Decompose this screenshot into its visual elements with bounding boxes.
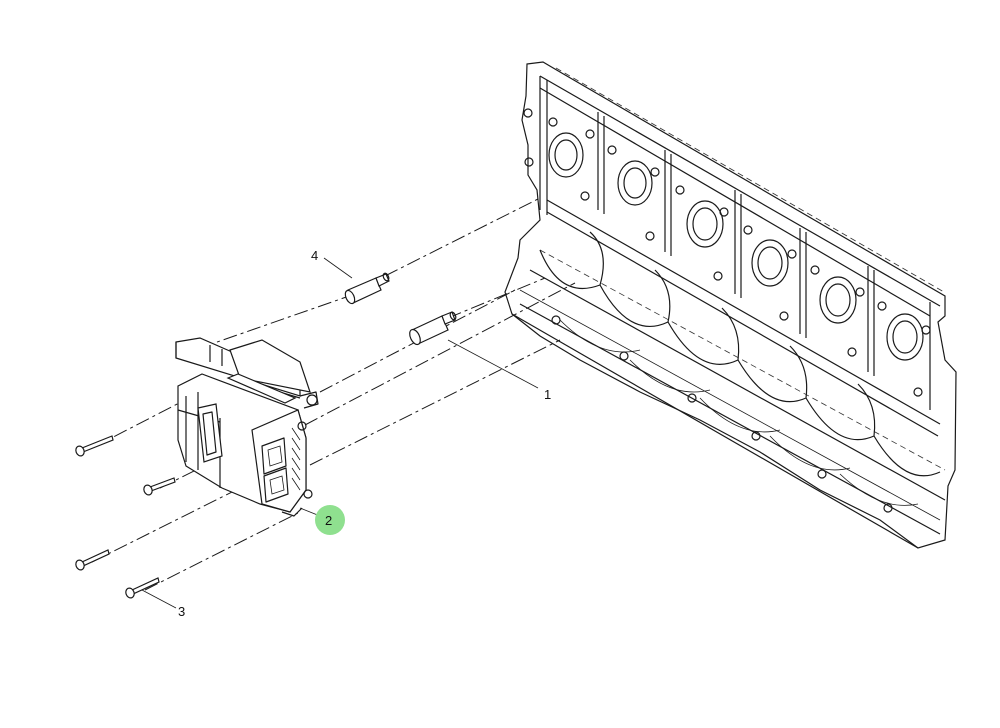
callout-2-label: 2 xyxy=(325,513,332,528)
callout-4-label: 4 xyxy=(311,248,318,263)
callout-4[interactable]: 4 xyxy=(311,248,318,263)
bolt xyxy=(125,577,160,599)
callout-3-label: 3 xyxy=(178,604,185,619)
spacer-lower xyxy=(409,311,457,346)
callout-1-label: 1 xyxy=(544,387,551,402)
bolt xyxy=(143,477,176,496)
cylinder-bores xyxy=(548,132,924,361)
callout-2[interactable]: 2 xyxy=(315,505,345,535)
engine-block xyxy=(504,61,957,549)
spacer-upper xyxy=(344,272,390,305)
block-webs xyxy=(597,112,931,410)
bolt xyxy=(75,435,114,457)
bolt xyxy=(75,549,110,571)
callout-2-highlight xyxy=(315,505,345,535)
alignment-lines xyxy=(91,197,576,591)
leader-lines xyxy=(141,257,539,609)
control-unit xyxy=(175,337,319,517)
callout-1[interactable]: 1 xyxy=(544,387,551,402)
callout-3[interactable]: 3 xyxy=(178,604,185,619)
bolts xyxy=(75,435,176,599)
block-bolt-bosses xyxy=(548,117,931,513)
